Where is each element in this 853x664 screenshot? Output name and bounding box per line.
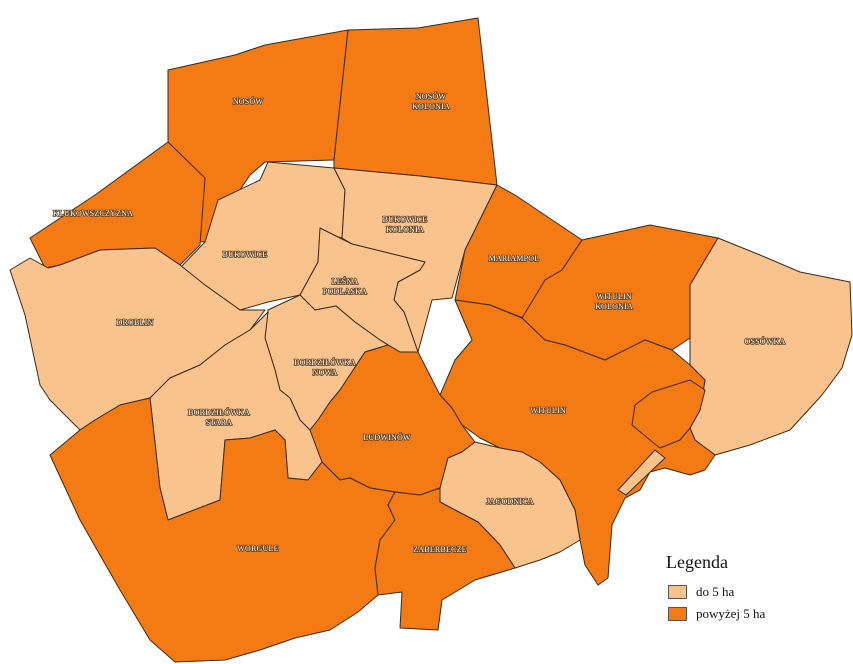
label-ossowka: OSSÓWKA — [745, 336, 786, 346]
label-witulin: WITULIN — [530, 406, 566, 415]
legend-label-small: do 5 ha — [696, 584, 735, 599]
region-enclave-witulin — [631, 379, 706, 449]
legend-title: Legenda — [666, 552, 728, 572]
legend-label-large: powyżej 5 ha — [696, 606, 766, 621]
region-worgule — [49, 397, 396, 663]
label-nosow: NOSÓW — [233, 96, 264, 106]
legend-item-small: do 5 ha — [668, 584, 734, 600]
region-enclave-strip — [617, 449, 666, 496]
region-zaberbecze — [374, 487, 516, 631]
label-jagodnica: JAGODNICA — [486, 497, 534, 506]
label-droblin: DROBLIN — [117, 318, 154, 327]
label-worgule: WORGULE — [237, 544, 278, 553]
label-ludwinow: LUDWINÓW — [363, 432, 411, 442]
region-witulin — [439, 299, 716, 586]
label-bukowice: BUKOWICE — [223, 250, 268, 259]
label-klukowszczyzna: KLUKOWSZCZYZNA — [53, 209, 133, 218]
label-zaberbecze: ZABERBECZE — [413, 545, 467, 554]
region-ossowka — [689, 237, 853, 456]
label-mariampol: MARIAMPOL — [489, 254, 540, 263]
legend-swatch-small — [668, 585, 687, 599]
legend-swatch-large — [668, 607, 687, 621]
legend-item-large: powyżej 5 ha — [668, 606, 765, 622]
